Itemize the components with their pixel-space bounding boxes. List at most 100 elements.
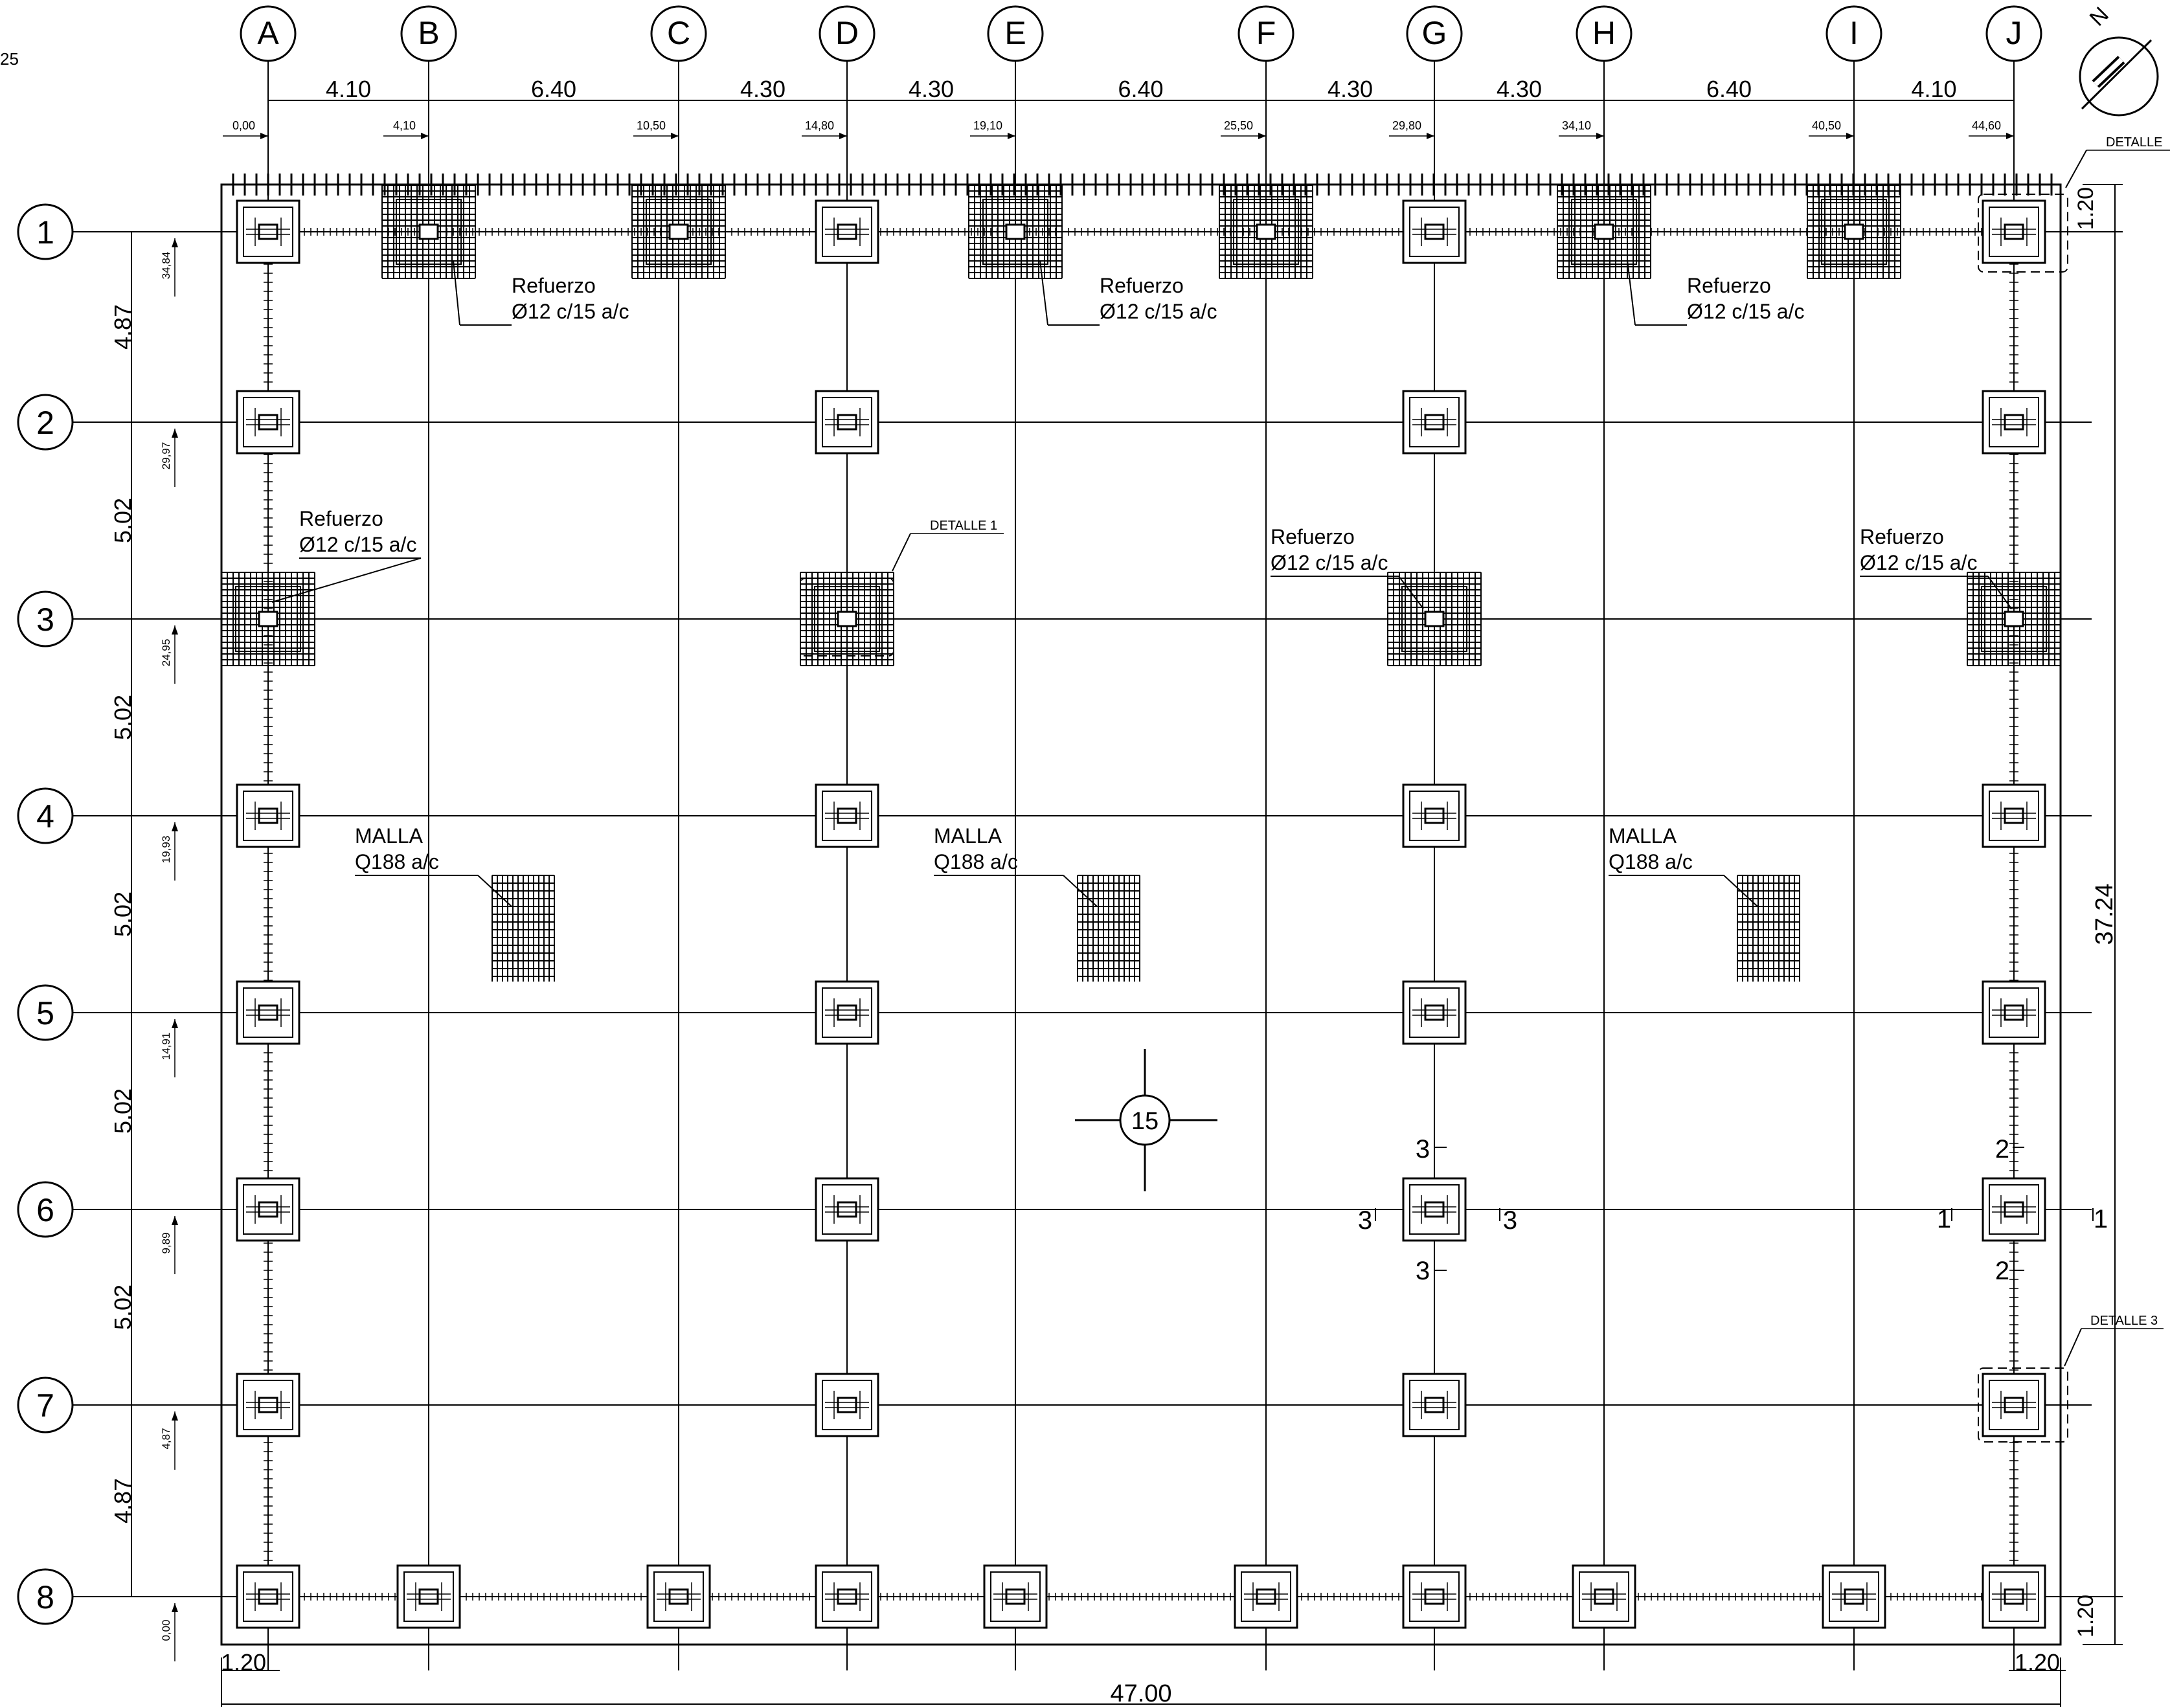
row-spacing: 5.02 (109, 892, 136, 937)
section-mark-1: 1 (1937, 1205, 1951, 1233)
footing (815, 980, 879, 1045)
detail-outline (1978, 194, 2068, 273)
footing-outer (1982, 1564, 2046, 1629)
reinforcement-callout-title: Refuerzo (299, 507, 383, 530)
footing-inner (1989, 207, 2039, 257)
row-axis-label: 1 (36, 214, 54, 251)
column-section (837, 223, 857, 240)
column-section (258, 414, 278, 431)
mesh-callout-leader (1723, 875, 1758, 907)
footing-outer (236, 390, 300, 455)
reinforcement-callout-spec: Ø12 c/15 a/c (1860, 551, 1977, 574)
offset-bottom: 1.20 (2074, 1595, 2098, 1637)
section-mark-3: 3 (1416, 1135, 1430, 1163)
reinforcement-callout-title: Refuerzo (512, 274, 596, 297)
offset-right: 1.20 (2015, 1649, 2060, 1676)
footing-inner (243, 987, 293, 1038)
row-chainage: 0,00 (160, 1619, 172, 1641)
column-chainage: 19,10 (973, 119, 1002, 132)
reinforcement-callout-title: Refuerzo (1860, 525, 1944, 548)
footing-inner (1409, 1184, 1460, 1235)
footing (396, 1564, 461, 1629)
row-axis-bubble (17, 1568, 74, 1625)
mesh-callout-title: MALLA (1609, 824, 1677, 848)
rebar-hatch-row1 (968, 185, 1063, 279)
row-chainage: 9,89 (160, 1232, 172, 1253)
column-chainage: 44,60 (1972, 119, 2001, 132)
footing (236, 980, 300, 1045)
column-section (1844, 1588, 1864, 1605)
column-section (668, 223, 689, 240)
column-section (837, 807, 857, 824)
chainage-arrow (260, 133, 268, 139)
footing (1234, 1564, 1298, 1629)
footing-inner (1409, 791, 1460, 841)
column-section (837, 1201, 857, 1218)
footing-inner (1409, 1380, 1460, 1430)
footing-outer (815, 1373, 879, 1437)
footing (236, 1564, 300, 1629)
footing (815, 390, 879, 455)
footing-inner (1989, 791, 2039, 841)
footing-outer (1402, 199, 1467, 264)
total-height: 37.24 (2091, 883, 2118, 945)
footing-outer (815, 390, 879, 455)
mesh-hatch (1077, 875, 1140, 982)
chainage-arrow (172, 429, 178, 438)
column-chainage: 4,10 (393, 119, 416, 132)
row-axis-bubble (17, 394, 74, 451)
rebar-hatch-row3 (800, 572, 894, 666)
column-chainage: 29,80 (1392, 119, 1421, 132)
column-section (2004, 223, 2024, 240)
footing-outer (815, 980, 879, 1045)
column-axis-bubble (650, 5, 707, 62)
footing-outer (1982, 783, 2046, 848)
column-axis-label: D (835, 15, 859, 51)
footing (815, 199, 879, 264)
rebar-hatch-row1 (1557, 185, 1651, 279)
footing (1982, 1373, 2046, 1437)
north-label: N (2085, 2, 2114, 30)
column-section (1256, 1588, 1276, 1605)
column-chainage: 10,50 (637, 119, 666, 132)
footing-inner (243, 397, 293, 447)
detail-3-leader (2064, 1328, 2082, 1367)
footing (236, 1177, 300, 1242)
footing-inner (1829, 1571, 1879, 1622)
column-section (837, 1004, 857, 1021)
footing-inner (990, 1571, 1041, 1622)
footing (815, 1373, 879, 1437)
column-axis-label: H (1592, 15, 1616, 51)
section-mark-3: 3 (1358, 1206, 1372, 1235)
column-section (418, 223, 439, 240)
rebar-frame (396, 199, 462, 265)
footing-outer (815, 1564, 879, 1629)
column-spacing: 6.40 (531, 76, 576, 102)
row-axis-bubble (17, 590, 74, 647)
footing-outer (815, 199, 879, 264)
column-chainage: 34,10 (1562, 119, 1591, 132)
column-axis-label: I (1849, 15, 1859, 51)
footing-outer (1402, 1177, 1467, 1242)
footing (1982, 390, 2046, 455)
chainage-arrow (1008, 133, 1015, 139)
section-mark-2: 2 (1995, 1135, 2009, 1163)
column-axis-bubble (1825, 5, 1882, 62)
row-axis-label: 4 (36, 798, 54, 835)
footing (646, 1564, 711, 1629)
detail-3-label: DETALLE 3 (2090, 1314, 2158, 1328)
column-axis-bubble (1406, 5, 1463, 62)
reinforcement-callout-spec: Ø12 c/15 a/c (1100, 300, 1217, 323)
reinforcement-callout-leader (1039, 260, 1048, 326)
chainage-arrow (1427, 133, 1434, 139)
footing-inner (1409, 1571, 1460, 1622)
footing-inner (1989, 1184, 2039, 1235)
rebar-frame (1981, 586, 2047, 652)
column-spacing: 6.40 (1118, 76, 1163, 102)
footing (236, 1373, 300, 1437)
mesh-hatch (1737, 875, 1800, 982)
